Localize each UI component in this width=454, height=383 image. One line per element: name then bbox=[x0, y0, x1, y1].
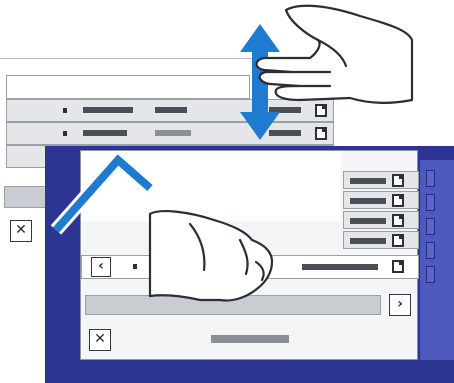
list-item[interactable] bbox=[343, 231, 419, 249]
prev-button[interactable]: ‹ bbox=[91, 257, 111, 277]
document-icon bbox=[392, 234, 404, 247]
document-icon bbox=[392, 174, 404, 187]
close-button[interactable]: ✕ bbox=[89, 329, 111, 351]
list-item[interactable] bbox=[6, 75, 250, 99]
hand-pinch-icon bbox=[148, 210, 274, 302]
list-item[interactable] bbox=[343, 191, 419, 209]
close-button[interactable]: ✕ bbox=[10, 220, 32, 242]
document-icon bbox=[315, 104, 327, 117]
back-screen-header bbox=[0, 58, 330, 77]
document-icon bbox=[392, 260, 404, 273]
footer-indicator bbox=[211, 335, 289, 343]
next-button[interactable]: › bbox=[389, 294, 411, 316]
document-icon bbox=[315, 127, 327, 140]
document-icon bbox=[392, 194, 404, 207]
list-item[interactable] bbox=[343, 171, 419, 189]
list-item[interactable] bbox=[343, 211, 419, 229]
hand-drag-icon bbox=[255, 4, 414, 104]
document-icon bbox=[392, 214, 404, 227]
swipe-up-arrow-icon bbox=[50, 153, 155, 235]
device-side-strip bbox=[420, 160, 454, 360]
